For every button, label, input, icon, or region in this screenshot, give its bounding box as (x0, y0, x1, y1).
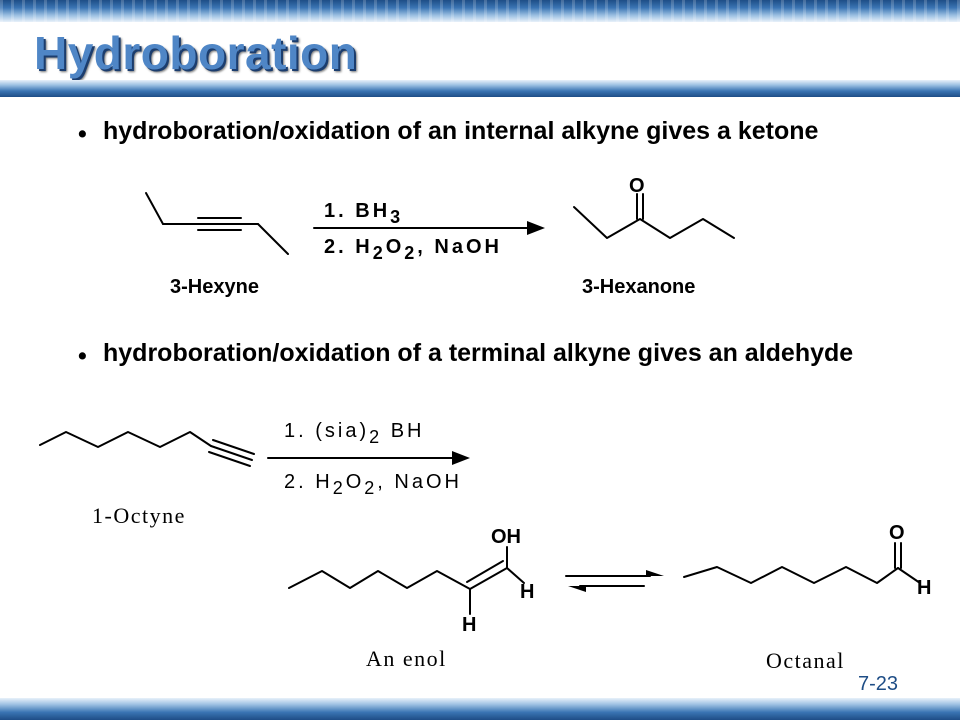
3-hexyne-structure (145, 192, 289, 255)
enol-structure (288, 546, 525, 615)
3-hexyne-label: 3-Hexyne (170, 276, 259, 298)
3-hexanone-structure (573, 193, 735, 239)
reaction1-step1: 1. BH3 (324, 200, 404, 227)
octanal-label: Octanal (766, 648, 845, 673)
page-number: 7-23 (858, 673, 899, 695)
aldehyde-h-label: H (917, 577, 932, 599)
bottom-decorative-band (0, 698, 960, 720)
bullet-marker: • (78, 120, 87, 148)
aldehyde-oxygen-label: O (889, 522, 905, 544)
1-octyne-structure (39, 431, 255, 467)
reaction2-step1: 1. (sia)2 BH (284, 420, 425, 447)
bullet-marker: • (78, 342, 87, 370)
title-underline-band (0, 80, 960, 97)
bullet-internal-alkyne: hydroboration/oxidation of an internal a… (103, 117, 819, 145)
bullet-terminal-alkyne: hydroboration/oxidation of a terminal al… (103, 339, 854, 367)
reaction2-arrow (267, 451, 470, 465)
enol-label: An enol (366, 646, 447, 671)
octanal-structure (683, 542, 921, 584)
slide-title: Hydroboration (34, 27, 358, 79)
equilibrium-arrows (565, 570, 664, 592)
3-hexanone-label: 3-Hexanone (582, 276, 696, 298)
reaction2-step2: 2. H2O2, NaOH (284, 471, 462, 498)
enol-h-label-lower: H (462, 614, 477, 636)
reaction1-step2: 2. H2O2, NaOH (324, 236, 502, 263)
enol-oh-label: OH (491, 526, 521, 548)
1-octyne-label: 1-Octyne (92, 503, 186, 528)
ketone-oxygen-label: O (629, 175, 645, 197)
top-decorative-band (0, 0, 960, 22)
reaction1-arrow (313, 221, 545, 235)
enol-h-label: H (520, 581, 535, 603)
